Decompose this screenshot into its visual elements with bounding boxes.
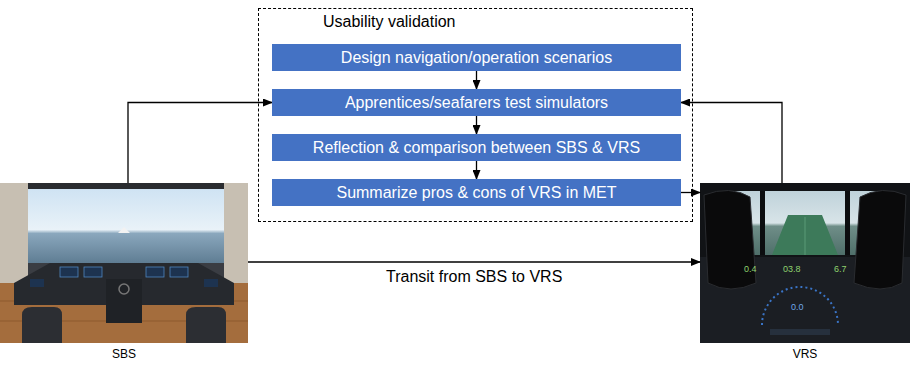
step-text: Reflection & comparison between SBS & VR…	[313, 139, 640, 157]
process-box: Design navigation/operation scenarios	[272, 44, 681, 71]
flow-arrow	[476, 161, 477, 179]
group-title: Usability validation	[323, 13, 456, 31]
display-reading: 03.8	[783, 264, 801, 274]
process-box: Summarize pros & cons of VRS in MET	[272, 179, 681, 206]
flow-arrow	[476, 71, 477, 89]
edge-label: Transit from SBS to VRS	[383, 268, 565, 286]
flow-arrow	[248, 261, 700, 262]
flow-arrow	[681, 192, 700, 193]
photo-caption: SBS	[0, 347, 248, 361]
flow-arrow	[476, 116, 477, 134]
photo-caption: VRS	[700, 347, 910, 361]
process-box: Reflection & comparison between SBS & VR…	[272, 134, 681, 161]
validation-group: Usability validationDesign navigation/op…	[258, 8, 693, 222]
display-reading: 6.7	[834, 264, 847, 274]
sbs-photo	[0, 183, 248, 343]
vrs-photo	[700, 183, 910, 343]
process-box: Apprentices/seafarers test simulators	[272, 89, 681, 116]
flow-arrow	[128, 103, 272, 184]
step-text: Summarize pros & cons of VRS in MET	[336, 184, 616, 202]
flow-arrow	[681, 103, 782, 184]
display-reading: 0.0	[791, 302, 804, 312]
step-text: Apprentices/seafarers test simulators	[345, 94, 608, 112]
simulator-photo: SBS	[0, 183, 248, 343]
step-text: Design navigation/operation scenarios	[341, 49, 612, 67]
display-reading: 0.4	[744, 264, 757, 274]
simulator-photo: VRS	[700, 183, 910, 343]
